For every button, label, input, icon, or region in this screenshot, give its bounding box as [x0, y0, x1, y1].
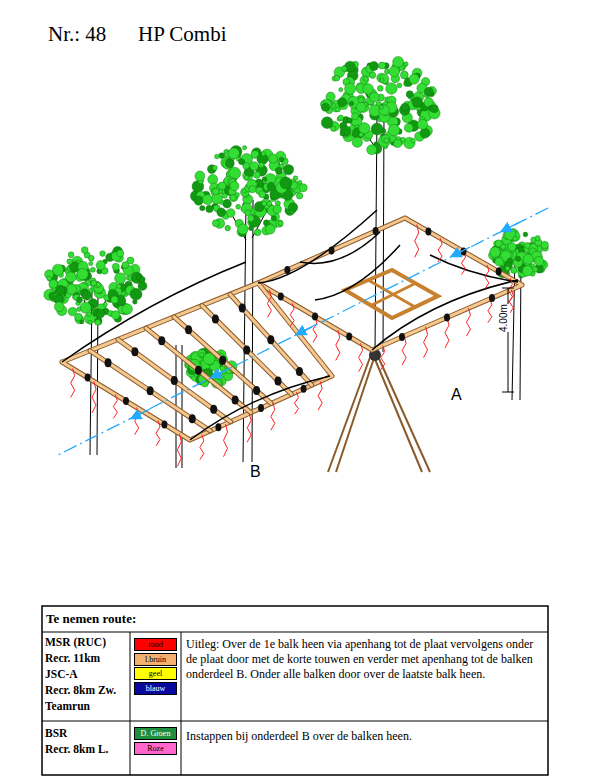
color-swatch: Roze — [134, 742, 177, 755]
route-group: Teamrun — [45, 700, 90, 714]
trees — [44, 56, 549, 468]
part-label: B — [250, 462, 261, 481]
color-swatch: l.bruin — [134, 653, 177, 666]
part-label: A — [451, 385, 462, 404]
swatch-label: D. Groen — [141, 729, 171, 738]
swatch-label: Roze — [147, 744, 163, 753]
table-heading: Te nemen route: — [46, 611, 136, 627]
swatch-label: blauw — [146, 684, 166, 693]
route-line — [56, 208, 548, 456]
page-title: Nr.: 48 — [48, 22, 106, 47]
swatch-label: l.bruin — [145, 655, 166, 664]
route-group: Recr. 11km — [45, 652, 100, 666]
color-swatch: D. Groen — [134, 727, 177, 740]
route-group: BSR — [45, 727, 67, 741]
color-swatch: geel — [134, 667, 177, 680]
route-explanation: Uitleg: Over de 1e balk heen via apenhan… — [186, 637, 541, 682]
route-explanation: Instappen bij onderdeel B over de balken… — [186, 729, 541, 744]
route-group: Recr. 8km Zw. — [45, 684, 116, 698]
swatch-label: geel — [149, 669, 162, 678]
structure — [62, 210, 522, 472]
height-dimension-label: 4.00m — [498, 304, 510, 332]
color-swatch: rood — [134, 638, 177, 651]
course-name: HP Combi — [138, 22, 227, 47]
swatch-label: rood — [148, 640, 163, 649]
route-group: Recr. 8km L. — [45, 743, 108, 757]
route-group: JSC-A — [45, 668, 78, 682]
route-group: MSR (RUC) — [45, 636, 106, 650]
color-swatch: blauw — [134, 682, 177, 695]
route-table — [42, 606, 548, 775]
